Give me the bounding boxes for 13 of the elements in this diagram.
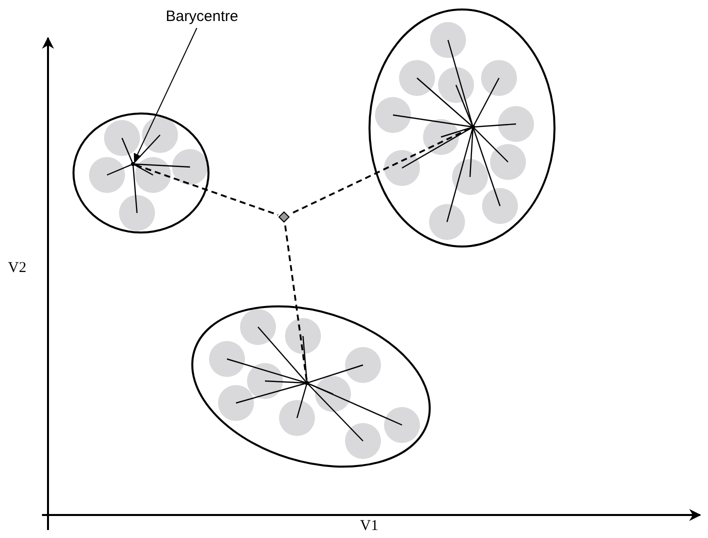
barycentre-point [130, 161, 136, 167]
cluster-ellipse [72, 112, 210, 234]
cluster-ellipse [368, 8, 556, 248]
barycentre-point [304, 380, 310, 386]
cluster-ellipse [190, 305, 432, 468]
callout-label: Barycentre [156, 6, 248, 28]
axis-label: V2 [8, 259, 26, 278]
dashed-connector [136, 164, 278, 216]
leader-arrow [134, 28, 198, 162]
centre-diamond [278, 211, 290, 223]
barycentre-point [470, 124, 476, 130]
axis-label: V1 [360, 517, 378, 536]
dashed-connector [284, 222, 308, 380]
